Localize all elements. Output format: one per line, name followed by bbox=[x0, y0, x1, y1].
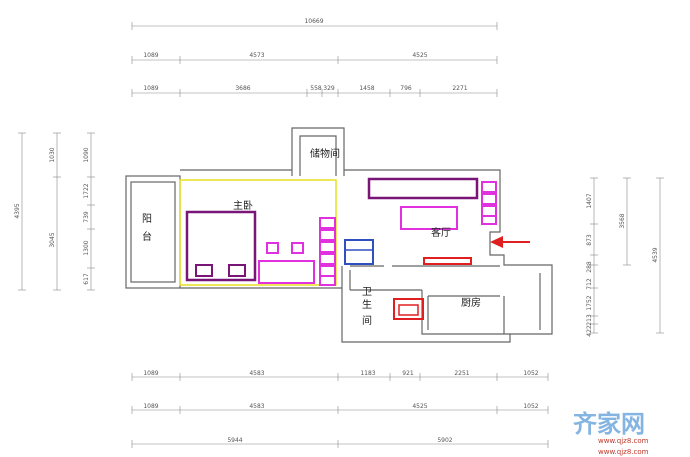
dim-label: 1752 bbox=[586, 295, 593, 310]
left-dimensions bbox=[18, 132, 95, 291]
room-label-bathroom: 间 bbox=[362, 314, 372, 327]
furniture bbox=[179, 177, 530, 320]
dim-label: 213 bbox=[586, 314, 593, 326]
balcony-inner-wall bbox=[130, 181, 176, 283]
dim-label: 2251 bbox=[454, 370, 469, 377]
dim-label: 1300 bbox=[83, 240, 90, 255]
bedside-table-left bbox=[195, 264, 213, 277]
dim-label: 2271 bbox=[452, 85, 467, 92]
dim-label: 4525 bbox=[412, 403, 427, 410]
dim-label: 3686 bbox=[235, 85, 250, 92]
room-label-bathroom: 卫 bbox=[362, 287, 372, 298]
dim-label: 617 bbox=[83, 273, 90, 285]
dim-label: 4573 bbox=[249, 52, 264, 59]
washbasin-inner bbox=[398, 304, 419, 316]
dim-label: 4395 bbox=[14, 203, 21, 218]
desk bbox=[258, 260, 315, 284]
room-label-storage: 储物间 bbox=[310, 147, 340, 160]
dim-label: 3568 bbox=[619, 213, 626, 228]
wardrobe bbox=[319, 217, 336, 286]
dim-label: 1183 bbox=[360, 370, 375, 377]
watermark-logo: 齐家网 bbox=[573, 410, 645, 438]
room-label-balcony: 台 bbox=[142, 230, 152, 243]
storage-inner-wall bbox=[299, 135, 337, 176]
dim-label: 4525 bbox=[412, 52, 427, 59]
dim-label: 1089 bbox=[143, 370, 158, 377]
left-dimension-labels: 4395 1030 3045 1090 1722 739 1300 617 bbox=[14, 147, 90, 285]
dim-label: 921 bbox=[402, 370, 414, 377]
room-label-living-room: 客厅 bbox=[431, 226, 451, 239]
tv-cabinet bbox=[367, 177, 479, 200]
dim-label: 422 bbox=[586, 325, 593, 337]
coffee-table bbox=[400, 206, 458, 230]
storage-wall bbox=[291, 127, 345, 176]
living-shelf bbox=[481, 181, 497, 225]
dim-label: 739 bbox=[83, 211, 90, 223]
room-label-balcony: 阳 bbox=[142, 213, 152, 225]
room-labels: 储物间 主卧 阳 台 客厅 卫 生 间 厨房 bbox=[142, 147, 481, 327]
dim-label: 796 bbox=[400, 85, 412, 92]
dim-label: 1030 bbox=[49, 147, 56, 162]
balcony-wall bbox=[125, 175, 181, 289]
dim-label: 558 bbox=[310, 85, 322, 92]
dim-label: 1089 bbox=[143, 403, 158, 410]
right-dimension-labels: 1407 873 288 712 1752 213 422 3568 4539 bbox=[586, 193, 659, 337]
bedside-table-right bbox=[228, 264, 246, 277]
watermark: 齐家网 www.qjz8.com www.qjz8.com bbox=[569, 404, 687, 456]
walls bbox=[125, 127, 553, 343]
dim-label: 873 bbox=[586, 234, 593, 246]
dim-label: 10669 bbox=[304, 18, 323, 25]
dim-label: 5944 bbox=[227, 437, 242, 444]
counter bbox=[423, 257, 472, 265]
top-dimension-labels: 10669 1089 4573 4525 1089 3686 558 329 1… bbox=[143, 18, 467, 92]
watermark-url: www.qjz8.com bbox=[598, 437, 649, 445]
chair bbox=[291, 242, 304, 254]
chair bbox=[266, 242, 279, 254]
room-label-bathroom: 生 bbox=[362, 298, 372, 311]
top-dimensions bbox=[131, 22, 498, 97]
dim-label: 1458 bbox=[359, 85, 374, 92]
room-label-master-bedroom: 主卧 bbox=[233, 199, 253, 212]
room-label-kitchen: 厨房 bbox=[461, 296, 481, 309]
dim-label: 1089 bbox=[143, 85, 158, 92]
dim-label: 4583 bbox=[249, 403, 264, 410]
dim-label: 1090 bbox=[83, 147, 90, 162]
dim-label: 329 bbox=[323, 85, 335, 92]
dim-label: 1722 bbox=[83, 183, 90, 198]
dim-label: 1052 bbox=[523, 403, 538, 410]
kitchen-balcony-wall bbox=[548, 264, 553, 335]
dim-label: 1052 bbox=[523, 370, 538, 377]
watermark-url: www.qjz8.com bbox=[598, 448, 649, 456]
dim-label: 4539 bbox=[652, 247, 659, 262]
dim-label: 712 bbox=[586, 278, 593, 290]
dim-label: 4583 bbox=[249, 370, 264, 377]
right-dimensions bbox=[590, 177, 664, 334]
dim-label: 5902 bbox=[437, 437, 452, 444]
dim-label: 288 bbox=[586, 261, 593, 273]
dim-label: 1089 bbox=[143, 52, 158, 59]
arrow-left-icon bbox=[490, 236, 530, 248]
dim-label: 1407 bbox=[586, 193, 593, 208]
bottom-dimensions bbox=[131, 373, 549, 448]
dining-table bbox=[344, 239, 374, 265]
bottom-dimension-labels: 1089 4583 1183 921 2251 1052 1089 4583 4… bbox=[143, 370, 538, 444]
bed bbox=[185, 210, 257, 282]
watermark-backdrop bbox=[569, 404, 687, 440]
bottom-wall bbox=[341, 290, 548, 343]
washbasin bbox=[393, 298, 424, 320]
living-top-right-wall bbox=[344, 169, 548, 266]
dim-label: 3045 bbox=[49, 232, 56, 247]
